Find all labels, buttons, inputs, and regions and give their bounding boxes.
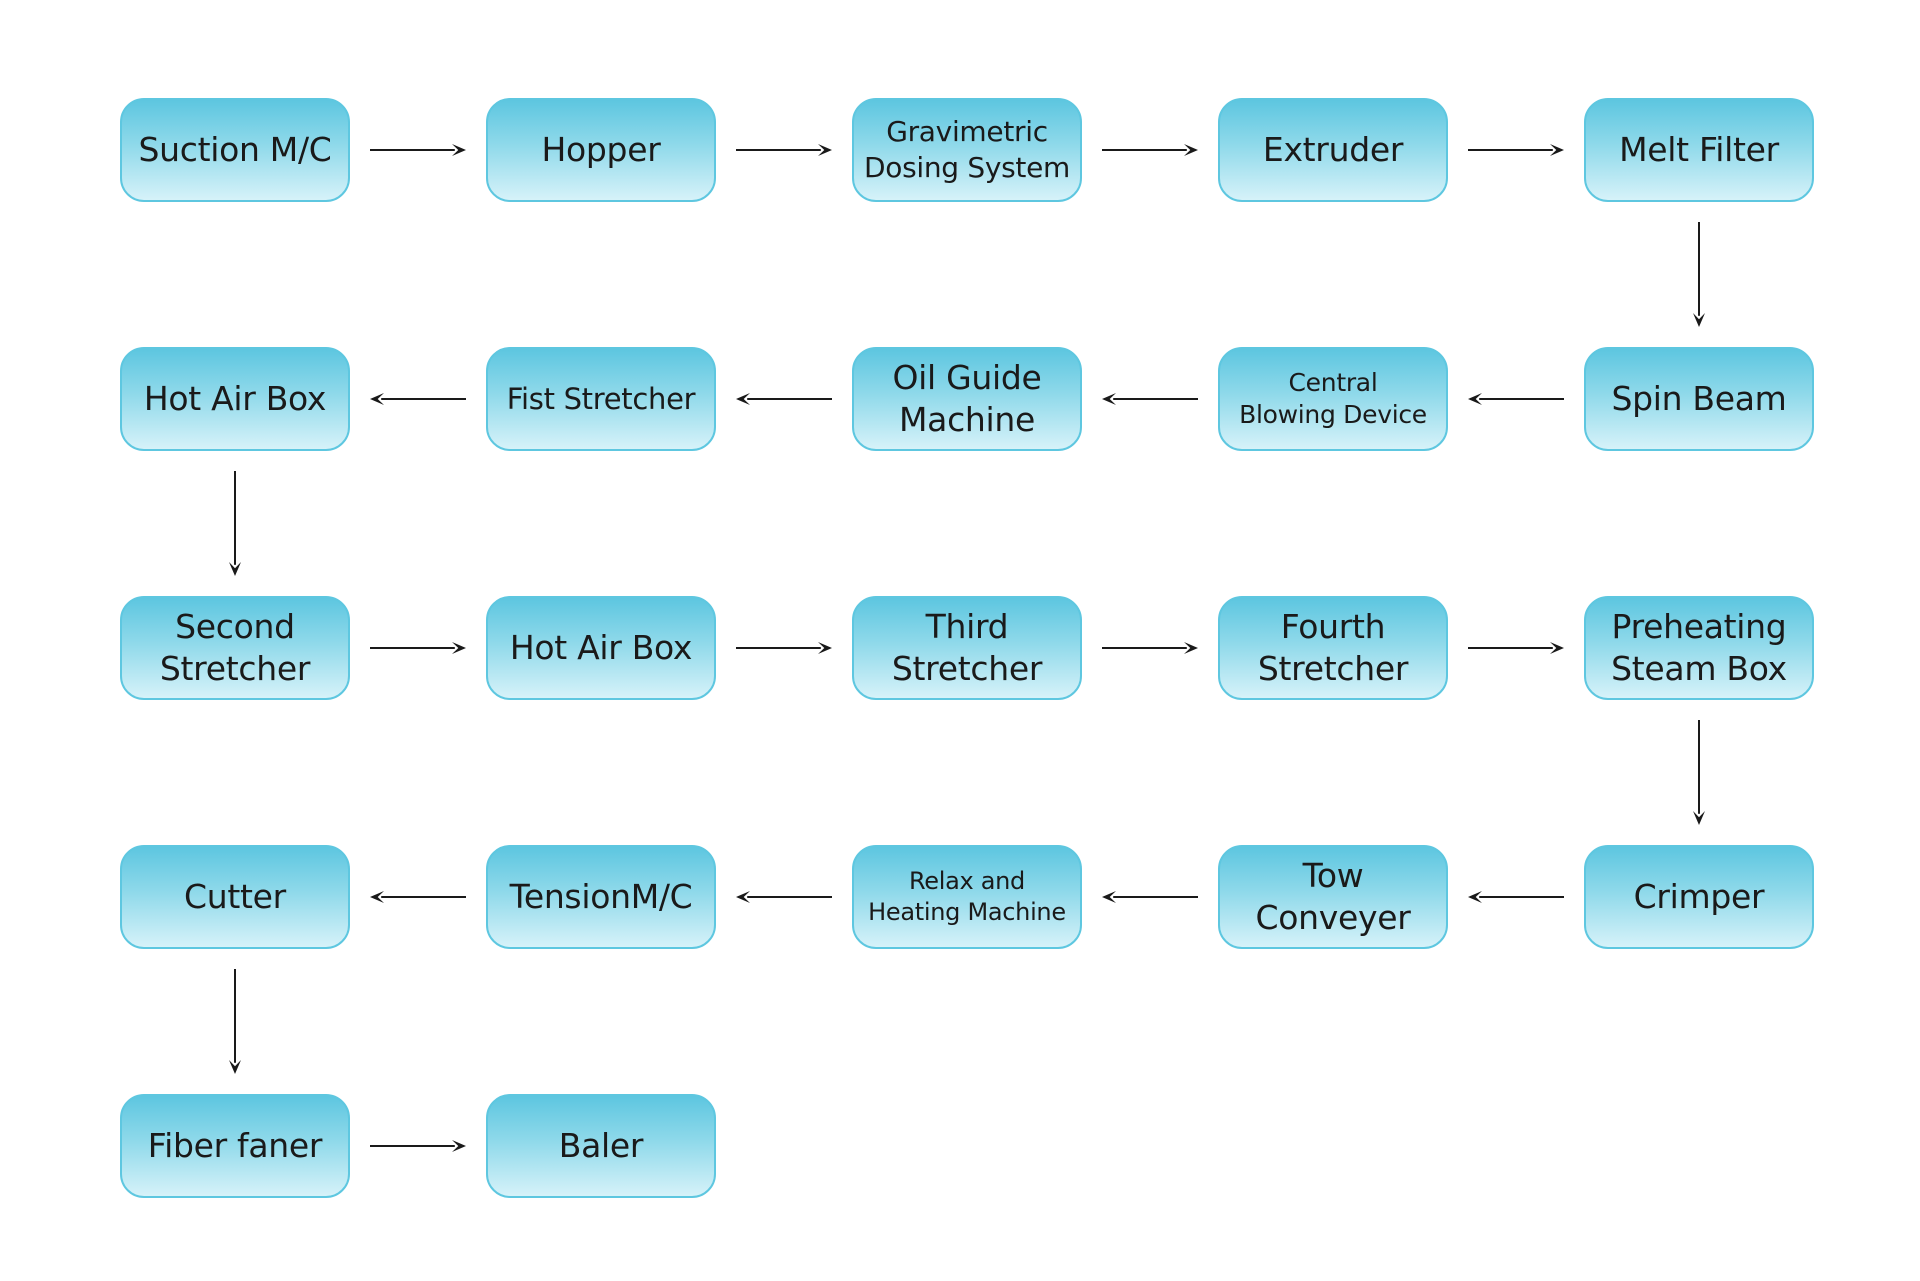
node-tow-conveyer[interactable]: Tow Conveyer [1218,845,1448,949]
arrowhead [370,393,384,405]
arrowhead [818,144,832,156]
node-label: Gravimetric Dosing System [864,115,1070,184]
node-label: TensionM/C [509,877,693,916]
node-oil-guide-machine[interactable]: Oil Guide Machine [852,347,1082,451]
node-crimper[interactable]: Crimper [1584,845,1814,949]
arrowhead [1693,811,1705,825]
flow-arrow [1468,393,1564,405]
node-label: Fist Stretcher [506,382,696,416]
arrowhead [1550,144,1564,156]
arrowhead [1468,393,1482,405]
flow-arrow [1102,393,1198,405]
node-label: Second Stretcher [159,607,311,688]
flow-arrow [1468,144,1564,156]
arrowhead [452,144,466,156]
node-label: Baler [558,1126,644,1165]
flow-arrow [370,891,466,903]
flow-arrow [1102,891,1198,903]
arrowhead [736,393,750,405]
node-relax-and-heating-machine[interactable]: Relax and Heating Machine [852,845,1082,949]
node-extruder[interactable]: Extruder [1218,98,1448,202]
arrowhead [1693,313,1705,327]
node-label: Extruder [1262,130,1404,169]
node-melt-filter[interactable]: Melt Filter [1584,98,1814,202]
node-central-blowing-device[interactable]: Central Blowing Device [1218,347,1448,451]
node-label: Fourth Stretcher [1257,607,1409,688]
node-label: Spin Beam [1611,379,1787,418]
node-suction-mc[interactable]: Suction M/C [120,98,350,202]
arrowhead [229,1060,241,1074]
node-label: Relax and Heating Machine [868,867,1066,926]
arrowhead [736,891,750,903]
node-label: Tow Conveyer [1255,856,1411,937]
node-label: Suction M/C [138,130,332,169]
node-label: Melt Filter [1619,130,1779,169]
node-cutter[interactable]: Cutter [120,845,350,949]
node-label: Hot Air Box [143,379,327,418]
flow-arrow [736,642,832,654]
flow-arrow [736,393,832,405]
node-gravimetric-dosing-system[interactable]: Gravimetric Dosing System [852,98,1082,202]
arrowhead [1550,642,1564,654]
flow-arrow [1693,222,1705,327]
node-hot-air-box-1[interactable]: Hot Air Box [120,347,350,451]
arrowhead [229,562,241,576]
flow-arrow [1468,642,1564,654]
node-fourth-stretcher[interactable]: Fourth Stretcher [1218,596,1448,700]
flow-arrow [1468,891,1564,903]
flow-arrow [736,891,832,903]
arrowhead [1102,393,1116,405]
arrowhead [452,642,466,654]
node-hot-air-box-2[interactable]: Hot Air Box [486,596,716,700]
node-preheating-steam-box[interactable]: Preheating Steam Box [1584,596,1814,700]
arrowhead [1184,642,1198,654]
node-label: Fiber faner [147,1126,323,1165]
arrowhead [1468,891,1482,903]
node-hopper[interactable]: Hopper [486,98,716,202]
flow-arrow [370,393,466,405]
node-label: Hopper [541,130,661,169]
arrowhead [370,891,384,903]
flow-arrow [1693,720,1705,825]
node-label: Crimper [1633,877,1765,916]
node-label: Third Stretcher [891,607,1043,688]
arrowhead [452,1140,466,1152]
node-spin-beam[interactable]: Spin Beam [1584,347,1814,451]
arrowhead [1102,891,1116,903]
flow-arrow [370,144,466,156]
flow-arrow [229,471,241,576]
node-baler[interactable]: Baler [486,1094,716,1198]
flow-arrow [370,1140,466,1152]
flow-arrow [370,642,466,654]
flow-arrow [229,969,241,1074]
node-fiber-faner[interactable]: Fiber faner [120,1094,350,1198]
flow-arrow [736,144,832,156]
node-label: Central Blowing Device [1239,368,1427,429]
arrowhead [818,642,832,654]
node-label: Oil Guide Machine [892,358,1042,439]
node-label: Cutter [184,877,286,916]
node-third-stretcher[interactable]: Third Stretcher [852,596,1082,700]
flow-arrow [1102,144,1198,156]
node-second-stretcher[interactable]: Second Stretcher [120,596,350,700]
node-label: Preheating Steam Box [1611,607,1787,688]
node-label: Hot Air Box [509,628,693,667]
arrowhead [1184,144,1198,156]
node-tension-mc[interactable]: TensionM/C [486,845,716,949]
flow-arrow [1102,642,1198,654]
node-fist-stretcher[interactable]: Fist Stretcher [486,347,716,451]
